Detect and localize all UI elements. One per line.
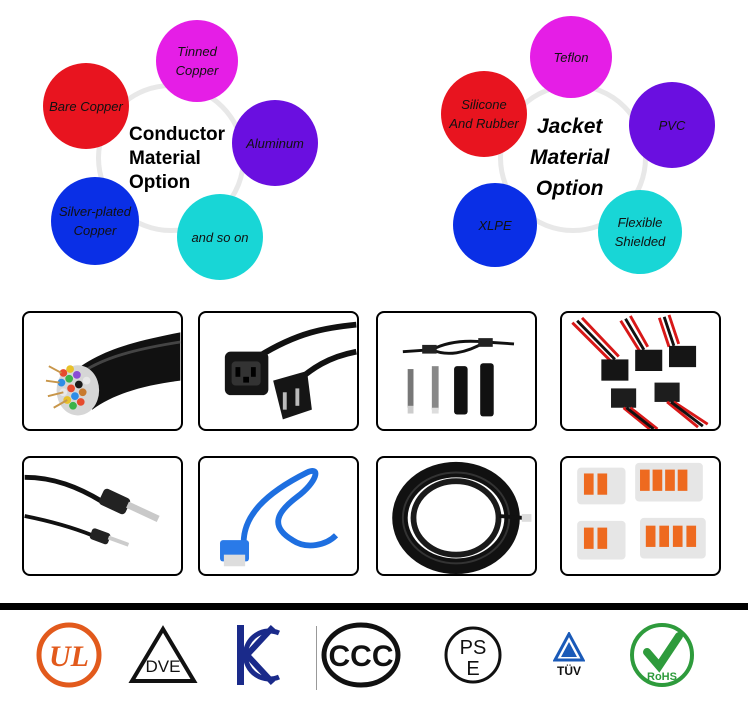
solar-connector-icon <box>402 338 515 417</box>
kc-certification-mark <box>234 620 284 690</box>
coiled-cable-icon <box>392 461 532 574</box>
svg-text:E: E <box>466 658 479 680</box>
vde-certification-mark: DVE <box>128 620 198 690</box>
option-bubble-xlpe: XLPE <box>453 183 537 267</box>
jacket-material-diagram: Teflon Silicone And Rubber PVC XLPE Flex… <box>374 0 748 290</box>
tuv-certification-mark: TÜV <box>552 620 586 690</box>
svg-text:CCC: CCC <box>329 640 394 673</box>
conductor-title: Conductor Material Option <box>129 124 226 193</box>
option-bubble-bare-copper: Bare Copper <box>43 63 129 149</box>
ul-mark-icon: UL <box>36 622 102 688</box>
ccc-mark-icon: CCC <box>321 622 401 688</box>
vde-mark-icon: DVE <box>128 625 198 683</box>
pse-mark-icon: PS E <box>444 626 502 684</box>
product-tile-audio-cable <box>22 456 183 576</box>
product-tile-ethernet-cable <box>198 456 359 576</box>
multicore-cable-icon <box>45 332 181 416</box>
power-cord-plug-icon <box>224 321 357 420</box>
ethernet-cable-icon <box>220 468 339 567</box>
option-bubble-flexible-shielded: Flexible Shielded <box>598 190 682 274</box>
product-tile-power-cord <box>198 311 359 431</box>
pse-certification-mark: PS E <box>442 620 504 690</box>
section-divider <box>0 603 748 610</box>
kc-mark-icon <box>237 624 280 686</box>
option-bubble-tinned-copper: Tinned Copper <box>156 20 238 102</box>
rohs-mark-icon: RoHS <box>630 623 694 687</box>
option-bubble-silver-plated-copper: Silver-plated Copper <box>51 177 139 265</box>
conductor-material-diagram: Tinned Copper Bare Copper Aluminum Silve… <box>0 0 374 290</box>
option-bubble-pvc: PVC <box>629 82 715 168</box>
ccc-certification-mark: CCC <box>320 620 402 690</box>
jacket-title: Jacket Material Option <box>530 115 610 200</box>
product-tile-terminal-block <box>560 456 721 576</box>
product-tile-wire-harness <box>560 311 721 431</box>
option-bubble-and-so-on: and so on <box>177 194 263 280</box>
svg-text:PS: PS <box>460 637 487 659</box>
svg-text:DVE: DVE <box>146 657 181 676</box>
option-bubble-aluminum: Aluminum <box>232 100 318 186</box>
product-tile-coiled-cable <box>376 456 537 576</box>
option-bubble-teflon: Teflon <box>530 16 612 98</box>
tuv-mark-icon: TÜV <box>553 632 585 678</box>
ul-certification-mark: UL <box>35 620 103 690</box>
svg-text:UL: UL <box>49 640 89 673</box>
product-tile-solar-connector <box>376 311 537 431</box>
cert-separator <box>316 626 317 690</box>
svg-text:RoHS: RoHS <box>647 671 677 683</box>
rohs-certification-mark: RoHS <box>628 620 696 690</box>
audio-jack-cable-icon <box>24 474 160 547</box>
svg-text:TÜV: TÜV <box>557 663 581 678</box>
lever-terminal-block-icon <box>577 462 706 560</box>
product-tile-multicore-cable <box>22 311 183 431</box>
option-bubble-silicone-and-rubber: Silicone And Rubber <box>441 71 527 157</box>
wire-harness-connector-icon <box>571 314 709 429</box>
